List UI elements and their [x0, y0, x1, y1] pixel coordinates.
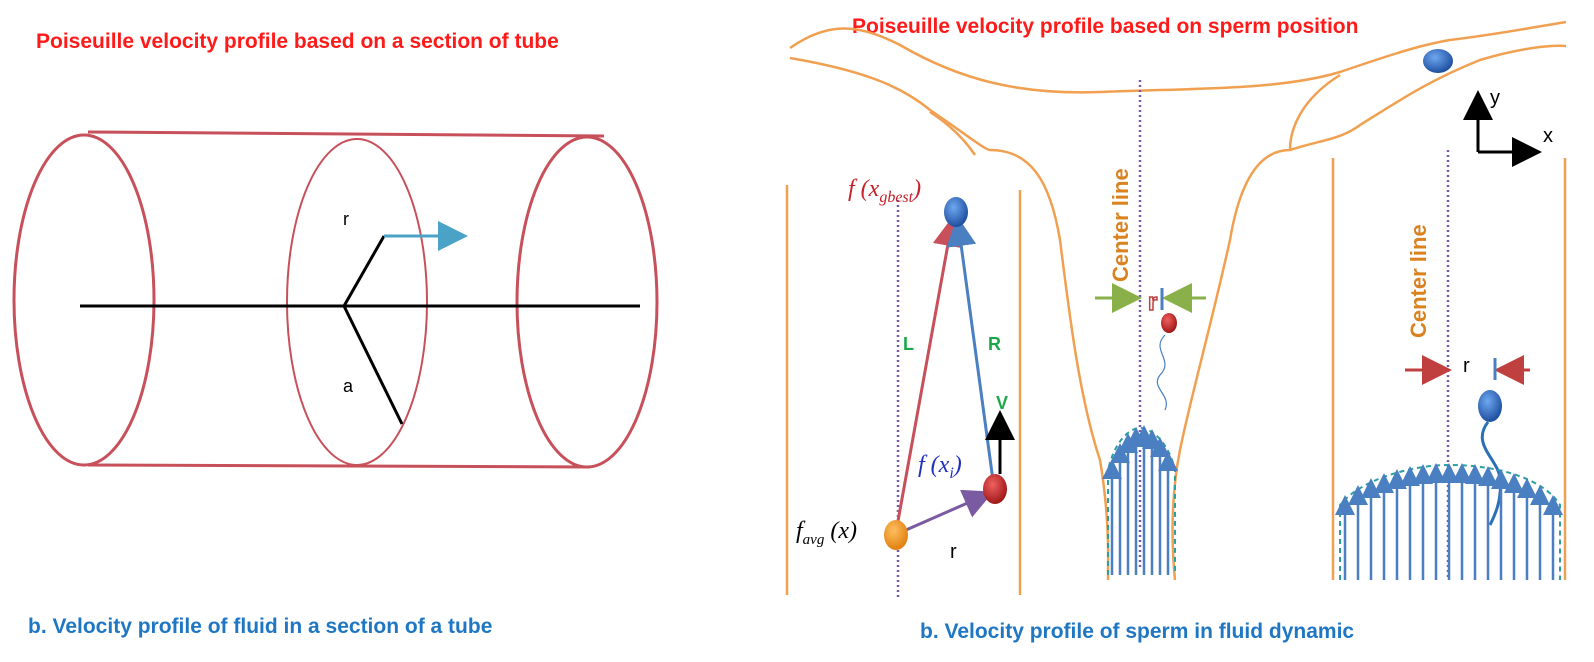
tube-section	[286, 138, 428, 466]
tube-right-end	[515, 135, 659, 469]
sperm-mid-tail	[1156, 334, 1167, 411]
centerline-label-1: Center line	[1108, 168, 1133, 282]
tube-left-end	[12, 133, 156, 467]
f-avg-label: favg (x)	[796, 518, 857, 548]
vector-r	[905, 489, 994, 532]
sperm-right-head	[1478, 390, 1502, 422]
mid-velocity-profile	[1102, 425, 1178, 575]
radius-r-line	[342, 235, 386, 307]
radius-a-line	[342, 305, 404, 425]
right-caption: b. Velocity profile of sperm in fluid dy…	[920, 620, 1355, 643]
label-r-bottom: r	[950, 541, 957, 563]
label-r-mid: r	[1148, 289, 1157, 316]
sperm-top-head	[1423, 49, 1453, 73]
avg-particle	[884, 520, 908, 550]
label-a: a	[343, 376, 354, 396]
label-L: L	[903, 334, 914, 354]
f-i-label: f (xi)	[918, 452, 962, 482]
centerline-label-2: Center line	[1406, 224, 1431, 338]
label-R: R	[988, 334, 1001, 354]
axis-y-label: y	[1490, 87, 1500, 109]
vector-L	[894, 216, 963, 533]
vector-R	[946, 216, 996, 489]
current-particle	[983, 474, 1007, 504]
left-caption: b. Velocity profile of fluid in a sectio…	[28, 615, 493, 638]
label-r-right: r	[1463, 355, 1470, 377]
axis-x-label: x	[1543, 125, 1553, 147]
left-title: Poiseuille velocity profile based on a s…	[36, 30, 559, 53]
label-V: V	[996, 393, 1008, 413]
tube-cylinder	[12, 130, 659, 469]
sperm-right-tail	[1480, 421, 1502, 526]
label-r: r	[343, 209, 349, 229]
sperm-mid-head	[1161, 313, 1177, 333]
right-title: Poiseuille velocity profile based on spe…	[852, 15, 1359, 38]
right-velocity-profile	[1335, 463, 1563, 580]
gbest-particle	[944, 197, 968, 227]
f-gbest-label: f (xgbest)	[848, 176, 921, 206]
